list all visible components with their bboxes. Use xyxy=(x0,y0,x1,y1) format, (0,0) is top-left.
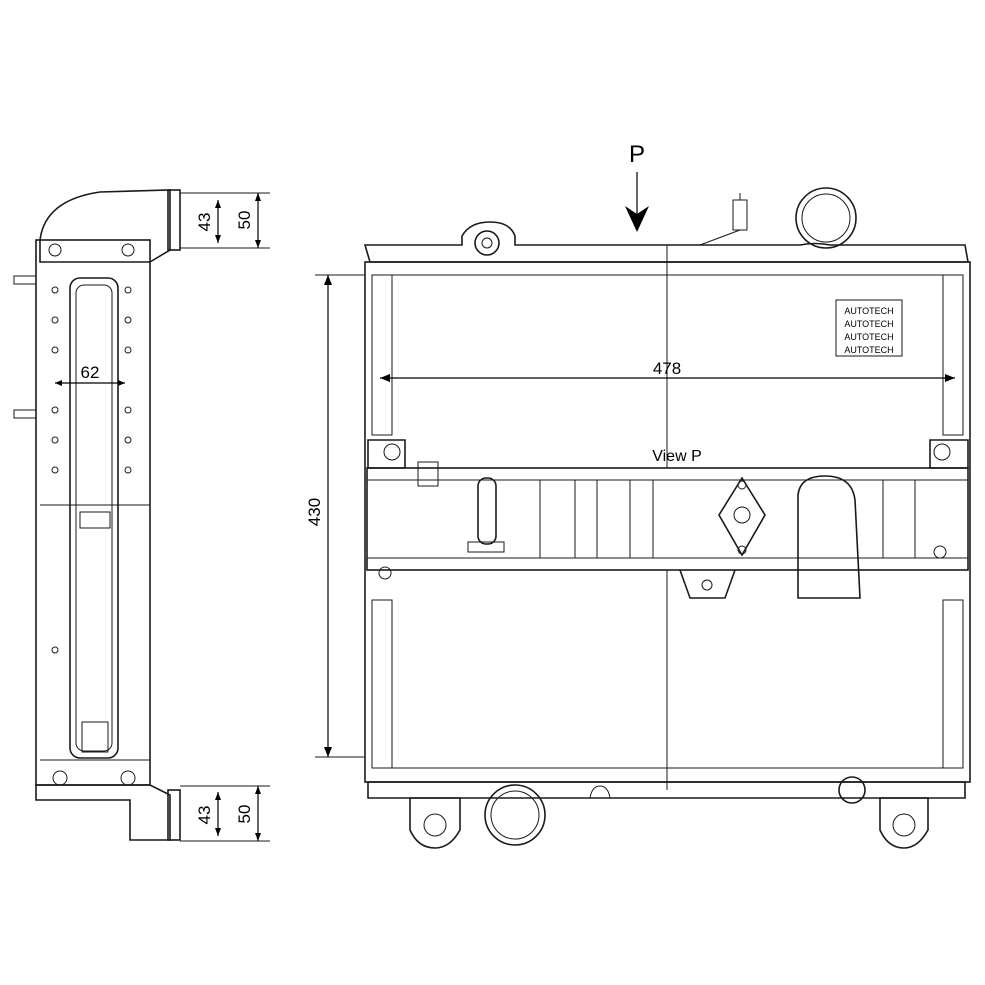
side-bottom-pipe xyxy=(167,789,181,841)
side-drain-stub xyxy=(13,409,37,419)
side-holes xyxy=(48,243,136,786)
side-core xyxy=(69,277,119,759)
front-sensor xyxy=(732,199,748,231)
dim-outlet-outer: 50 xyxy=(235,805,254,824)
front-drain-plug xyxy=(838,776,866,804)
dim-width: 478 xyxy=(653,359,681,378)
dim-height: 430 xyxy=(305,498,324,526)
side-label-plate xyxy=(79,511,111,529)
svg-text:AUTOTECH: AUTOTECH xyxy=(844,306,893,316)
view-p-sensor xyxy=(477,477,497,545)
dim-inlet-inner: 43 xyxy=(195,213,214,232)
view-p-label: View P xyxy=(652,448,702,465)
dim-inlet-outer: 50 xyxy=(235,211,254,230)
svg-text:AUTOTECH: AUTOTECH xyxy=(844,332,893,342)
view-p-left-ear xyxy=(367,439,406,469)
front-bottom-right-mount xyxy=(879,797,929,849)
svg-text:AUTOTECH: AUTOTECH xyxy=(844,345,893,355)
side-top-pipe xyxy=(167,189,181,251)
view-p-flange xyxy=(718,476,766,557)
view-p-right-ear xyxy=(929,439,969,469)
view-p-section xyxy=(366,467,969,571)
side-top-tank xyxy=(39,189,171,263)
front-bottom-tank xyxy=(367,781,966,799)
dim-outlet-inner: 43 xyxy=(195,806,214,825)
view-arrow-label: P xyxy=(629,141,645,168)
side-view: 62 43 50 43 50 xyxy=(13,189,270,842)
side-bottom-tank xyxy=(35,784,171,841)
dim-core-depth: 62 xyxy=(81,363,100,382)
front-outlet-pipe xyxy=(484,784,546,846)
front-top-tank xyxy=(363,221,969,263)
front-cap xyxy=(474,230,500,256)
front-inlet-pipe xyxy=(795,187,857,249)
side-vent-stub xyxy=(13,275,37,285)
svg-text:AUTOTECH: AUTOTECH xyxy=(844,319,893,329)
label-block: AUTOTECH AUTOTECH AUTOTECH AUTOTECH xyxy=(835,299,903,357)
view-p-bottom-lug xyxy=(679,569,736,599)
view-arrow-head xyxy=(625,206,649,232)
view-p-elbow xyxy=(797,475,861,599)
front-view: AUTOTECH AUTOTECH AUTOTECH AUTOTECH xyxy=(305,141,971,849)
front-bottom-left-mount xyxy=(409,797,461,849)
